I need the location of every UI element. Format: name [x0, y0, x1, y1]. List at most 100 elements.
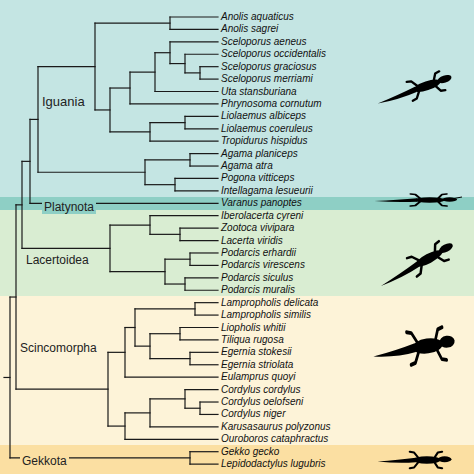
tree-branch — [185, 128, 218, 129]
tree-branch — [4, 377, 10, 378]
tree-branch — [125, 377, 218, 378]
species-name: Karusasaurus polyzonus — [221, 421, 331, 433]
tree-branch — [185, 389, 218, 390]
tree-branch — [190, 352, 218, 353]
species-name: Varanus panoptes — [221, 197, 302, 209]
tree-branch — [185, 290, 218, 291]
tree-branch — [125, 439, 218, 440]
tree-branch — [150, 333, 180, 334]
tree-branch — [125, 412, 150, 413]
species-name: Egernia stokesii — [221, 346, 292, 358]
tree-branch — [180, 228, 218, 229]
tree-branch — [150, 122, 185, 123]
clade-label: Lacertoidea — [26, 254, 89, 267]
tree-branch — [190, 451, 218, 452]
species-name: Cordylus oelofseni — [221, 396, 303, 408]
tree-branch — [190, 153, 218, 154]
tree-branch — [190, 364, 218, 365]
tree-branch — [150, 141, 218, 142]
species-name: Agama atra — [221, 160, 273, 172]
tree-branch — [145, 184, 175, 185]
tree-branch — [175, 178, 218, 179]
species-name: Zootoca vivipara — [221, 222, 294, 234]
tree-branch — [38, 172, 145, 173]
tree-branch — [190, 464, 218, 465]
species-name: Intellagama lesueurii — [221, 185, 313, 197]
species-name: Lepidodactylus lugubris — [221, 458, 326, 470]
gecko-silhouette — [378, 452, 452, 469]
species-name: Podarcis virescens — [221, 259, 305, 271]
tree-branch — [195, 314, 218, 315]
tree-branch — [190, 265, 218, 266]
tree-branch — [130, 72, 155, 73]
tree-branch — [195, 302, 218, 303]
tree-branch — [185, 277, 218, 278]
tree-branch — [155, 91, 218, 92]
tree-branch — [30, 203, 218, 204]
tree-branch — [185, 408, 200, 409]
species-name: Liolaemus coeruleus — [221, 123, 313, 135]
lacertid-silhouette — [375, 236, 458, 293]
tree-branch — [180, 327, 218, 328]
species-name: Anolis sagrei — [221, 23, 278, 35]
tree-branch — [185, 54, 218, 55]
tree-branch — [150, 426, 218, 427]
tree-branch — [175, 190, 218, 191]
monitor-silhouette — [375, 194, 458, 206]
tree-branch — [22, 248, 110, 249]
clade-label: Platynota — [42, 201, 96, 214]
tree-branch — [95, 23, 170, 24]
tree-branch — [110, 87, 130, 88]
tree-branch — [150, 234, 180, 235]
species-name: Agama planiceps — [221, 148, 298, 160]
tree-branch — [180, 240, 218, 241]
species-name: Lacerta viridis — [221, 235, 283, 247]
iguanian-silhouette — [374, 68, 455, 111]
tree-branch — [30, 119, 38, 120]
tree-branch — [22, 161, 30, 162]
tree-branch — [10, 296, 16, 297]
tree-branch — [170, 29, 218, 30]
tree-branch — [145, 159, 190, 160]
species-name: Tropidurus hispidus — [221, 135, 308, 147]
species-name: Gekko gecko — [221, 446, 279, 458]
tree-branch — [38, 66, 95, 67]
species-name: Uta stansburiana — [221, 86, 297, 98]
species-name: Lampropholis delicata — [221, 297, 318, 309]
tree-branch — [170, 16, 218, 17]
monitor-tongue — [451, 197, 462, 199]
tree-branch — [200, 401, 218, 402]
tree-branch — [150, 215, 218, 216]
skink-silhouette — [371, 326, 457, 370]
tree-branch — [190, 252, 218, 253]
species-name: Podarcis erhardii — [221, 247, 296, 259]
tree-branch — [165, 283, 185, 284]
species-name: Phrynosoma cornutum — [221, 98, 322, 110]
species-name: Pogona vitticeps — [221, 172, 294, 184]
species-name: Ouroboros cataphractus — [221, 433, 328, 445]
species-name: Egernia striolata — [221, 359, 293, 371]
tree-branch — [16, 204, 22, 205]
tree-branch — [170, 41, 218, 42]
species-name: Anolis aquaticus — [221, 11, 294, 23]
clade-label: Iguania — [42, 95, 85, 109]
tree-branch — [125, 327, 135, 328]
tree-branch — [10, 457, 190, 458]
tree-branch — [150, 358, 190, 359]
species-name: Sceloporus occidentalis — [221, 48, 326, 60]
tree-branch — [130, 103, 218, 104]
tree-branch — [165, 259, 190, 260]
species-name: Podarcis muralis — [221, 284, 295, 296]
species-name: Liopholis whitii — [221, 322, 285, 334]
species-name: Iberolacerta cyreni — [221, 210, 303, 222]
tree-branch — [185, 116, 218, 117]
species-name: Eulamprus quoyi — [221, 371, 295, 383]
species-name: Liolaemus albiceps — [221, 110, 306, 122]
tree-branch — [135, 346, 150, 347]
species-name: Lampropholis similis — [221, 309, 311, 321]
tree-branch — [108, 352, 125, 353]
tree-branch — [170, 63, 185, 64]
species-name: Sceloporus aeneus — [221, 36, 307, 48]
clade-label: Scincomorpha — [20, 342, 97, 355]
